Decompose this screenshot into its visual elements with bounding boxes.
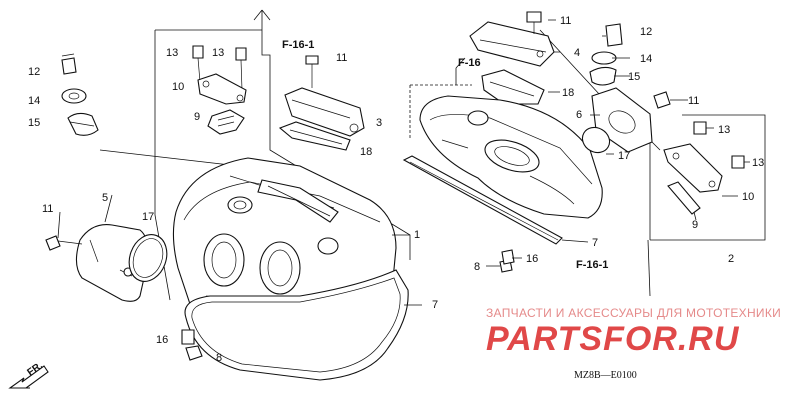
part-18-breather-seal[interactable] bbox=[278, 121, 351, 151]
callout-13-left-b: 13 bbox=[212, 47, 224, 59]
watermark-tagline: ЗАПЧАСТИ И АКСЕССУАРЫ ДЛЯ МОТОТЕХНИКИ bbox=[486, 306, 781, 320]
callout-6: 6 bbox=[576, 109, 582, 121]
callout-numbers: 1 2 3 4 5 6 7 7 8 8 9 9 10 10 11 11 11 1… bbox=[28, 15, 764, 364]
callout-18-rear: 18 bbox=[562, 87, 574, 99]
watermark: ЗАПЧАСТИ И АКСЕССУАРЫ ДЛЯ МОТОТЕХНИКИ PA… bbox=[486, 306, 781, 358]
callout-4: 4 bbox=[574, 47, 580, 59]
callout-1: 1 bbox=[414, 229, 420, 241]
part-10-breather-plate-left[interactable] bbox=[197, 73, 247, 105]
callout-10-right: 10 bbox=[742, 191, 754, 203]
callout-13-right-a: 13 bbox=[718, 124, 730, 136]
ref-f16-1-bottom: F-16-1 bbox=[576, 259, 608, 271]
part-11-bolt-right[interactable] bbox=[653, 91, 671, 109]
part-11-bolt-center[interactable] bbox=[305, 55, 319, 65]
part-10-breather-plate-right[interactable] bbox=[663, 143, 723, 193]
callout-7-rear: 7 bbox=[592, 237, 598, 249]
callout-14-right: 14 bbox=[640, 53, 652, 65]
part-11-bolt-top[interactable] bbox=[526, 11, 542, 23]
diagram-code: MZ8B—E0100 bbox=[574, 370, 637, 381]
front-cylinder-head-cover-assembly bbox=[45, 9, 422, 381]
callout-16-rear: 16 bbox=[526, 253, 538, 265]
part-13-bolt-right-b[interactable] bbox=[731, 155, 745, 169]
part-13-bolt-left-b[interactable] bbox=[235, 47, 247, 61]
callout-2: 2 bbox=[728, 253, 734, 265]
callout-14-left: 14 bbox=[28, 95, 40, 107]
callout-12-left: 12 bbox=[28, 66, 40, 78]
callout-11-left: 11 bbox=[42, 203, 53, 215]
part-15-filler-right[interactable] bbox=[589, 66, 617, 86]
callout-11-right: 11 bbox=[688, 95, 699, 107]
part-12-oil-cap-left[interactable] bbox=[61, 57, 77, 75]
part-18-seal-rear[interactable] bbox=[481, 69, 545, 105]
callout-13-left-a: 13 bbox=[166, 47, 178, 59]
part-13-bolt-left-a[interactable] bbox=[192, 45, 204, 59]
watermark-logo: PARTSFOR.RU bbox=[486, 320, 740, 358]
callout-11-top: 11 bbox=[560, 15, 571, 27]
callout-8-front: 8 bbox=[216, 352, 222, 364]
part-7-gasket-front[interactable] bbox=[184, 269, 409, 381]
callout-7-front: 7 bbox=[432, 299, 438, 311]
callout-5: 5 bbox=[102, 192, 108, 204]
callout-8-rear: 8 bbox=[474, 261, 480, 273]
callout-13-right-b: 13 bbox=[752, 157, 764, 169]
part-12-oil-cap-right[interactable] bbox=[605, 23, 623, 47]
part-7-gasket-rear[interactable] bbox=[402, 155, 563, 245]
callout-15-right: 15 bbox=[628, 71, 640, 83]
callout-9-left: 9 bbox=[194, 111, 200, 123]
rear-cylinder-head-cover-assembly bbox=[402, 11, 766, 297]
part-9-gasket-right[interactable] bbox=[667, 181, 701, 215]
part-4-breather-cover-rear[interactable] bbox=[469, 21, 555, 67]
callout-12-right: 12 bbox=[640, 26, 652, 38]
callout-18-center: 18 bbox=[360, 146, 372, 158]
ref-f16: F-16 bbox=[458, 57, 481, 69]
part-13-bolt-right-a[interactable] bbox=[693, 121, 707, 135]
ref-f16-1-top: F-16-1 bbox=[282, 39, 314, 51]
part-16-stud-front[interactable] bbox=[181, 329, 195, 345]
part-8-nut-front[interactable] bbox=[185, 345, 203, 361]
callout-10-left: 10 bbox=[172, 81, 184, 93]
callout-9-right: 9 bbox=[692, 219, 698, 231]
callout-17-right: 17 bbox=[618, 150, 630, 162]
front-direction-arrow: FR. bbox=[8, 360, 49, 389]
part-3-breather-cover[interactable] bbox=[284, 87, 365, 137]
part-9-gasket-left[interactable] bbox=[207, 109, 245, 135]
callout-17-left: 17 bbox=[142, 211, 154, 223]
callout-15-left: 15 bbox=[28, 117, 40, 129]
part-14-washer-left[interactable] bbox=[61, 88, 87, 104]
part-16-stud-rear[interactable] bbox=[501, 249, 515, 265]
callout-11-center: 11 bbox=[336, 52, 347, 64]
callout-16-front: 16 bbox=[156, 334, 168, 346]
callout-3: 3 bbox=[376, 117, 382, 129]
part-17-o-ring-rear[interactable] bbox=[578, 123, 614, 158]
part-11-bolt-left[interactable] bbox=[45, 235, 61, 251]
